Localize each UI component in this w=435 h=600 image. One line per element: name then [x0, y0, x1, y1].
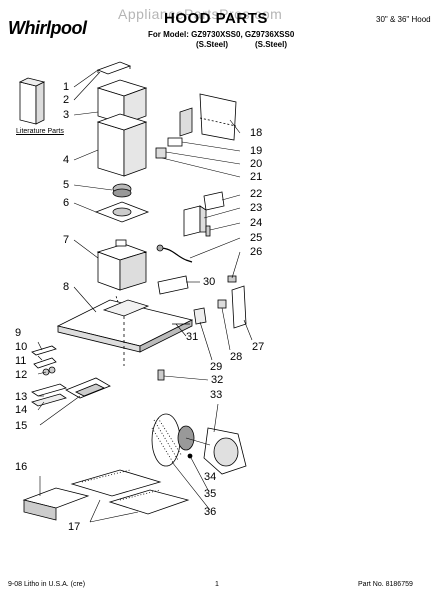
callout-11: 11 — [15, 355, 27, 367]
page-title: HOOD PARTS — [164, 10, 268, 27]
finish-label-2: (S.Steel) — [255, 40, 288, 49]
literature-parts-label: Literature Parts — [16, 128, 64, 135]
hood-type-label: 30" & 36" Hood — [376, 15, 431, 24]
callout-4: 4 — [63, 154, 70, 166]
duct-box — [96, 239, 148, 291]
callout-30: 30 — [203, 276, 216, 288]
switch-parts — [217, 275, 247, 329]
light-housing — [65, 377, 111, 399]
grease-filters — [22, 469, 190, 521]
part-number: Part No. 8186759 — [358, 581, 413, 588]
callout-15: 15 — [15, 420, 28, 432]
callout-17: 17 — [68, 521, 81, 533]
callout-20: 20 — [250, 158, 263, 170]
callout-25: 25 — [250, 232, 263, 244]
callout-27: 27 — [252, 341, 265, 353]
callout-19: 19 — [250, 145, 263, 157]
callout-12: 12 — [15, 369, 28, 381]
callout-21: 21 — [250, 171, 263, 183]
callout-7: 7 — [63, 234, 70, 246]
callout-22: 22 — [250, 188, 263, 200]
literature-booklet — [18, 77, 46, 125]
callout-26: 26 — [250, 246, 263, 258]
lower-chimney — [96, 113, 148, 177]
model-numbers: For Model: GZ9730XSS0, GZ9736XSS0 — [148, 30, 295, 39]
wall-bracket — [179, 93, 237, 141]
callout-9: 9 — [15, 327, 22, 339]
callout-5: 5 — [63, 179, 70, 191]
callout-2: 2 — [63, 94, 70, 106]
callout-16: 16 — [15, 461, 28, 473]
callout-36: 36 — [204, 506, 217, 518]
callout-32: 32 — [211, 374, 224, 386]
callout-14: 14 — [15, 404, 28, 416]
panel-parts — [157, 275, 207, 325]
callout-35: 35 — [204, 488, 217, 500]
callout-34: 34 — [204, 471, 217, 483]
hood-canopy — [56, 295, 194, 366]
callout-1: 1 — [63, 81, 70, 93]
callout-24: 24 — [250, 217, 263, 229]
blower-assembly — [151, 413, 247, 475]
finish-label-1: (S.Steel) — [196, 40, 229, 49]
callout-10: 10 — [15, 341, 28, 353]
callout-33: 33 — [210, 389, 223, 401]
litho-note: 9-08 Litho in U.S.A. (cre) — [8, 581, 86, 588]
damper — [112, 183, 132, 198]
electrical-parts — [156, 191, 225, 263]
callout-31: 31 — [186, 331, 199, 343]
bracket-parts — [155, 137, 183, 159]
whirlpool-logo: Whirlpool — [8, 18, 87, 38]
callout-6: 6 — [63, 197, 70, 209]
duct-plate — [94, 201, 150, 223]
callout-13: 13 — [15, 391, 28, 403]
chimney-bracket — [96, 61, 132, 75]
control-parts — [31, 345, 67, 407]
leader-lines — [37, 69, 253, 523]
callout-3: 3 — [63, 109, 70, 121]
callout-8: 8 — [63, 281, 70, 293]
screw — [157, 369, 165, 381]
callout-23: 23 — [250, 202, 263, 214]
callout-18: 18 — [250, 127, 263, 139]
callout-28: 28 — [230, 351, 243, 363]
callout-29: 29 — [210, 361, 223, 373]
page-number: 1 — [215, 581, 219, 588]
watermark: AppliancePartsPros.com — [118, 6, 283, 22]
